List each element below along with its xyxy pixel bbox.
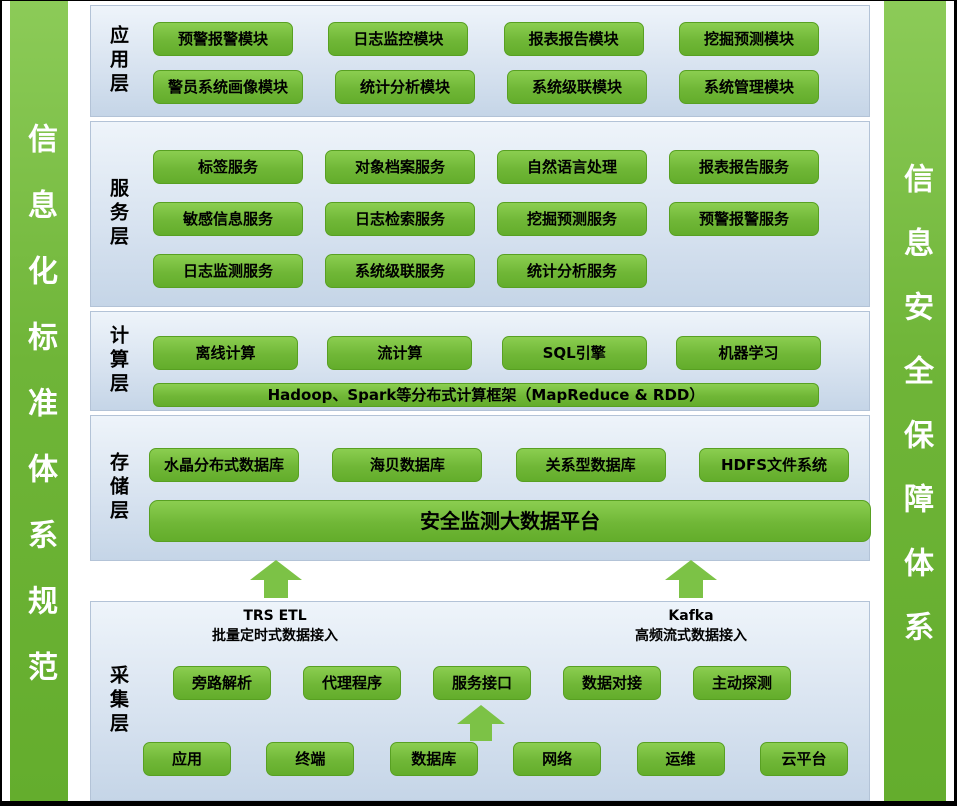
- up-arrow-icon: [665, 560, 717, 598]
- source-node: 终端: [266, 742, 355, 776]
- framework-bar: Hadoop、Spark等分布式计算框架（MapReduce & RDD）: [153, 383, 819, 407]
- compute-node: SQL引擎: [501, 336, 647, 370]
- collect-method-node: 服务接口: [433, 666, 531, 700]
- service-node: 系统级联服务: [325, 254, 475, 288]
- app-module-node: 系统级联模块: [506, 70, 647, 104]
- app-module-node: 报表报告模块: [503, 22, 644, 56]
- layer-computing-label: 计算层: [107, 325, 129, 397]
- application-row-1: 预警报警模块 日志监控模块 报表报告模块 挖掘预测模块: [153, 22, 819, 56]
- collect-method-node: 主动探测: [693, 666, 791, 700]
- layer-collection-label: 采集层: [107, 665, 129, 737]
- collection-row-2: 应用 终端 数据库 网络 运维 云平台: [143, 742, 848, 776]
- app-module-node: 警员系统画像模块: [153, 70, 304, 104]
- app-module-node: 统计分析模块: [335, 70, 475, 104]
- source-node: 网络: [513, 742, 602, 776]
- source-node: 运维: [636, 742, 725, 776]
- compute-node: 流计算: [327, 336, 473, 370]
- source-node: 数据库: [389, 742, 478, 776]
- collect-method-node: 代理程序: [303, 666, 401, 700]
- storage-row-1: 水晶分布式数据库 海贝数据库 关系型数据库 HDFS文件系统: [149, 448, 849, 482]
- app-module-node: 预警报警模块: [153, 22, 293, 56]
- storage-node: 海贝数据库: [332, 448, 483, 482]
- application-row-2: 警员系统画像模块 统计分析模块 系统级联模块 系统管理模块: [153, 70, 819, 104]
- computing-row-1: 离线计算 流计算 SQL引擎 机器学习: [153, 336, 821, 370]
- app-module-node: 系统管理模块: [678, 70, 819, 104]
- ingest-etl-title: TRS ETL: [243, 608, 307, 624]
- service-row-1: 标签服务 对象档案服务 自然语言处理 报表报告服务: [153, 150, 819, 184]
- left-banner-text: 信息化标准体系规范: [22, 122, 57, 717]
- layer-application: 应用层 预警报警模块 日志监控模块 报表报告模块 挖掘预测模块 警员系统画像模块…: [90, 5, 870, 117]
- right-banner: 信息安全保障体系: [884, 1, 946, 801]
- source-node: 应用: [143, 742, 231, 776]
- collection-row-1: 旁路解析 代理程序 服务接口 数据对接 主动探测: [173, 666, 791, 700]
- compute-node: 离线计算: [153, 336, 298, 370]
- service-row-3: 日志监测服务 系统级联服务 统计分析服务: [153, 254, 819, 288]
- service-node: 挖掘预测服务: [497, 202, 647, 236]
- collect-method-node: 旁路解析: [173, 666, 271, 700]
- ingest-caption-etl: TRS ETL 批量定时式数据接入: [155, 606, 395, 646]
- app-module-node: 挖掘预测模块: [678, 22, 819, 56]
- layer-service: 服务层 标签服务 对象档案服务 自然语言处理 报表报告服务 敏感信息服务 日志检…: [90, 121, 870, 307]
- service-node: 预警报警服务: [669, 202, 819, 236]
- left-banner: 信息化标准体系规范: [10, 1, 68, 801]
- layer-collection: 采集层 TRS ETL 批量定时式数据接入 Kafka 高频流式数据接入 旁路解…: [90, 601, 870, 801]
- up-arrow-icon: [250, 560, 302, 598]
- compute-node: 机器学习: [675, 336, 821, 370]
- storage-node: 关系型数据库: [515, 448, 666, 482]
- ingest-caption-kafka: Kafka 高频流式数据接入: [571, 606, 811, 646]
- service-node: 日志监测服务: [153, 254, 303, 288]
- source-node: 云平台: [759, 742, 848, 776]
- service-node: 统计分析服务: [497, 254, 647, 288]
- app-module-node: 日志监控模块: [328, 22, 469, 56]
- service-node: 标签服务: [153, 150, 303, 184]
- platform-bar: 安全监测大数据平台: [149, 500, 871, 542]
- storage-node: 水晶分布式数据库: [149, 448, 300, 482]
- right-banner-text: 信息安全保障体系: [898, 162, 933, 675]
- service-node: 对象档案服务: [325, 150, 475, 184]
- service-node: 自然语言处理: [497, 150, 647, 184]
- service-node: 敏感信息服务: [153, 202, 303, 236]
- service-node: 日志检索服务: [325, 202, 475, 236]
- ingest-kafka-subtitle: 高频流式数据接入: [635, 628, 747, 644]
- layer-application-label: 应用层: [107, 25, 129, 97]
- collect-method-node: 数据对接: [563, 666, 661, 700]
- layer-storage: 存储层 水晶分布式数据库 海贝数据库 关系型数据库 HDFS文件系统 安全监测大…: [90, 415, 871, 561]
- storage-node: HDFS文件系统: [699, 448, 849, 482]
- service-node: 报表报告服务: [669, 150, 819, 184]
- ingest-kafka-title: Kafka: [668, 608, 714, 624]
- layer-computing: 计算层 离线计算 流计算 SQL引擎 机器学习 Hadoop、Spark等分布式…: [90, 311, 870, 411]
- layer-storage-label: 存储层: [107, 452, 129, 524]
- service-row-2: 敏感信息服务 日志检索服务 挖掘预测服务 预警报警服务: [153, 202, 819, 236]
- up-arrow-icon: [457, 705, 505, 741]
- ingest-etl-subtitle: 批量定时式数据接入: [212, 628, 338, 644]
- layer-service-label: 服务层: [107, 178, 129, 250]
